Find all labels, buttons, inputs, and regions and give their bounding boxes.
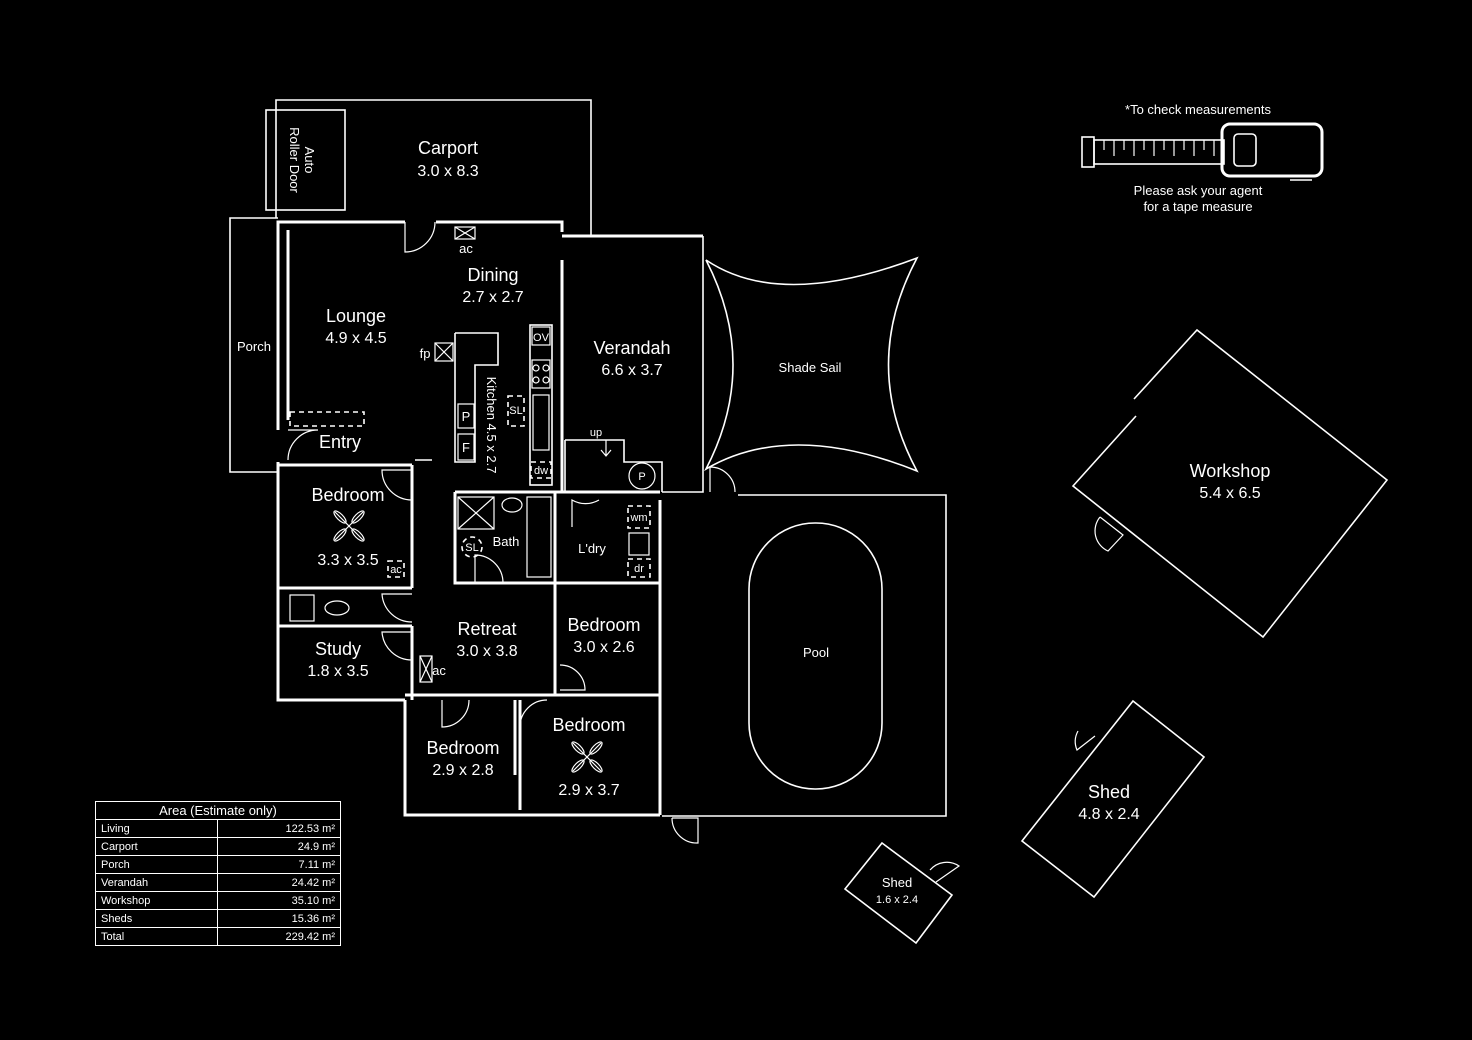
shed-small-outline	[843, 841, 961, 945]
retreat-dims: 3.0 x 3.8	[456, 643, 517, 660]
bedroom1-dims: 3.3 x 3.5	[317, 552, 378, 569]
bath-label: Bath	[493, 534, 520, 549]
fridge-label: F	[462, 440, 470, 455]
dining-label: Dining	[467, 265, 518, 285]
auto-roller-door	[265, 109, 346, 211]
pool-pump-label: P	[638, 471, 645, 483]
shade-sail-label: Shade Sail	[779, 360, 842, 375]
area-row-label: Carport	[94, 837, 219, 856]
tape-note-top: *To check measurements	[1125, 102, 1271, 117]
retreat-label: Retreat	[457, 619, 516, 639]
shed-large-dims: 4.8 x 2.4	[1078, 806, 1139, 823]
tape-note-line1: Please ask your agent	[1134, 183, 1263, 198]
area-row-label: Living	[94, 819, 219, 838]
bedroom3-dims: 2.9 x 2.8	[432, 762, 493, 779]
house-walls	[276, 220, 704, 817]
porch-outline	[229, 217, 278, 473]
door-swings	[287, 221, 736, 844]
skylight-kitchen-label: SL	[509, 405, 522, 417]
dishwasher-label: dw	[534, 465, 548, 477]
shed-small-label: Shed	[882, 875, 912, 890]
svg-text:Roller Door: Roller Door	[287, 127, 302, 193]
pool-label: Pool	[803, 645, 829, 660]
area-row-value: 229.42 m²	[217, 927, 341, 946]
area-row-value: 15.36 m²	[217, 909, 341, 928]
pool-area	[662, 494, 947, 817]
shed-small-dims: 1.6 x 2.4	[876, 894, 918, 906]
tape-note-line2: for a tape measure	[1143, 199, 1252, 214]
bedroom2-label: Bedroom	[567, 615, 640, 635]
skylight-bath-label: SL	[465, 542, 478, 554]
carport-label: Carport	[418, 138, 478, 158]
dryer-label: dr	[634, 563, 644, 575]
washing-machine-label: wm	[629, 512, 647, 524]
workshop-outline	[1071, 328, 1389, 639]
carport-structure	[265, 99, 592, 236]
lounge-label: Lounge	[326, 306, 386, 326]
bedroom3-label: Bedroom	[426, 738, 499, 758]
area-row-label: Porch	[94, 855, 219, 874]
shed-large-outline	[1020, 699, 1206, 899]
tape-measure-icon	[1081, 122, 1324, 181]
bedroom4-dims: 2.9 x 3.7	[558, 782, 619, 799]
area-row-value: 24.9 m²	[217, 837, 341, 856]
dining-dims: 2.7 x 2.7	[462, 289, 523, 306]
fp-label: fp	[420, 346, 431, 361]
svg-text:Auto: Auto	[302, 147, 317, 174]
carport-dims: 3.0 x 8.3	[417, 163, 478, 180]
shed-large-label: Shed	[1088, 782, 1130, 802]
bedroom2-dims: 3.0 x 2.6	[573, 639, 634, 656]
area-row-value: 7.11 m²	[217, 855, 341, 874]
area-row-value: 35.10 m²	[217, 891, 341, 910]
workshop-label: Workshop	[1190, 461, 1271, 481]
area-row-label: Sheds	[94, 909, 219, 928]
study-dims: 1.8 x 3.5	[307, 663, 368, 680]
auto-roller-door-label: Auto Roller Door	[287, 127, 317, 193]
verandah-dims: 6.6 x 3.7	[601, 362, 662, 379]
area-row-value: 122.53 m²	[217, 819, 341, 838]
oven-label: OV	[533, 332, 550, 344]
pool-outline	[748, 522, 883, 790]
area-row-label: Workshop	[94, 891, 219, 910]
study-label: Study	[315, 639, 361, 659]
up-label: up	[590, 427, 602, 439]
fixtures	[289, 226, 656, 773]
area-table-title: Area (Estimate only)	[95, 801, 341, 820]
shade-sail-outline	[704, 256, 919, 473]
workshop-dims: 5.4 x 6.5	[1199, 485, 1260, 502]
laundry-label: L'dry	[578, 541, 606, 556]
ac-label: ac	[459, 241, 473, 256]
kitchen-label: Kitchen 4.5 x 2.7	[484, 377, 499, 474]
entry-label: Entry	[319, 432, 361, 452]
pantry-label: P	[462, 409, 471, 424]
bedroom1-label: Bedroom	[311, 485, 384, 505]
lounge-dims: 4.9 x 4.5	[325, 330, 386, 347]
porch-label: Porch	[237, 339, 271, 354]
verandah-label: Verandah	[593, 338, 670, 358]
ac-bedroom-label: ac	[390, 564, 402, 576]
area-row-label: Verandah	[94, 873, 219, 892]
area-row-label: Total	[94, 927, 219, 946]
ac-retreat-label: ac	[432, 663, 446, 678]
area-row-value: 24.42 m²	[217, 873, 341, 892]
bedroom4-label: Bedroom	[552, 715, 625, 735]
